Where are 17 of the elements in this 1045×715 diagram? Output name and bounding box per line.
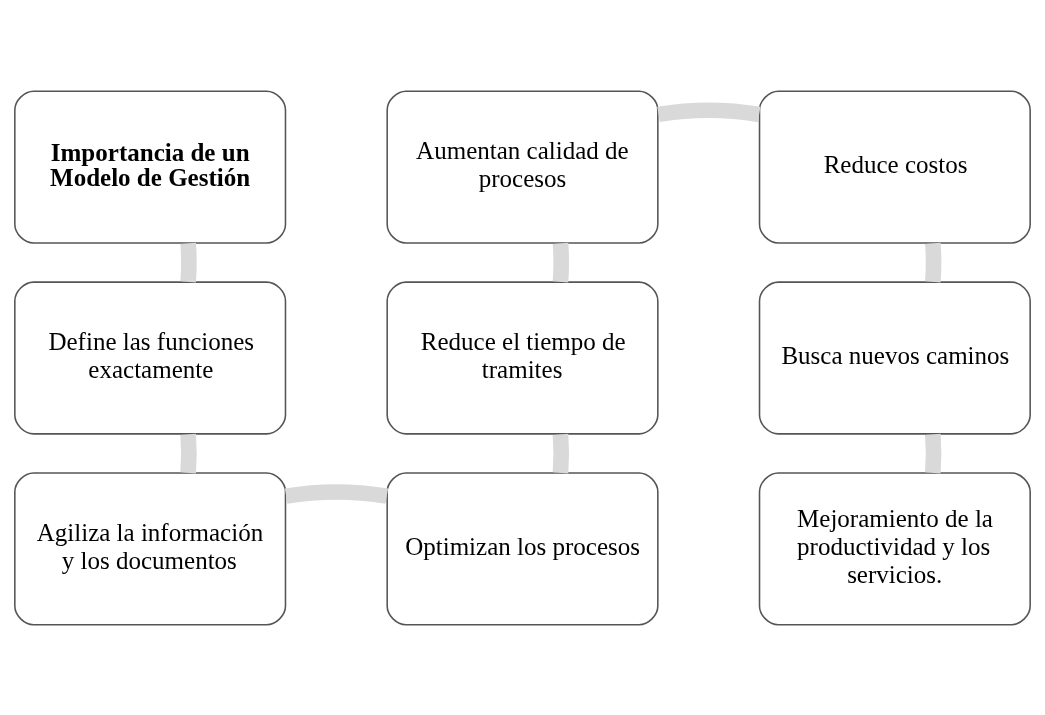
node-box: Busca nuevos caminos (758, 280, 1031, 435)
node-box: Mejoramiento de la productividad y los servicios. (758, 471, 1031, 625)
node-box: Importancia de un Modelo de Gestión (14, 90, 287, 244)
connector (552, 242, 570, 282)
connector (180, 433, 197, 473)
node-box: Reduce costos (758, 90, 1031, 244)
node-box: Reduce el tiempo de tramites (386, 280, 659, 435)
node-box: Define las funciones exactamente (14, 280, 287, 435)
connector (552, 433, 570, 473)
node-box: Agiliza la información y los documentos (14, 471, 287, 625)
connector (925, 433, 942, 473)
node-box: Aumentan calidad de procesos (386, 90, 659, 244)
connector (180, 242, 197, 282)
connector (284, 483, 388, 504)
connector (925, 242, 942, 282)
connector (657, 101, 761, 122)
node-box: Optimizan los procesos (386, 471, 659, 625)
